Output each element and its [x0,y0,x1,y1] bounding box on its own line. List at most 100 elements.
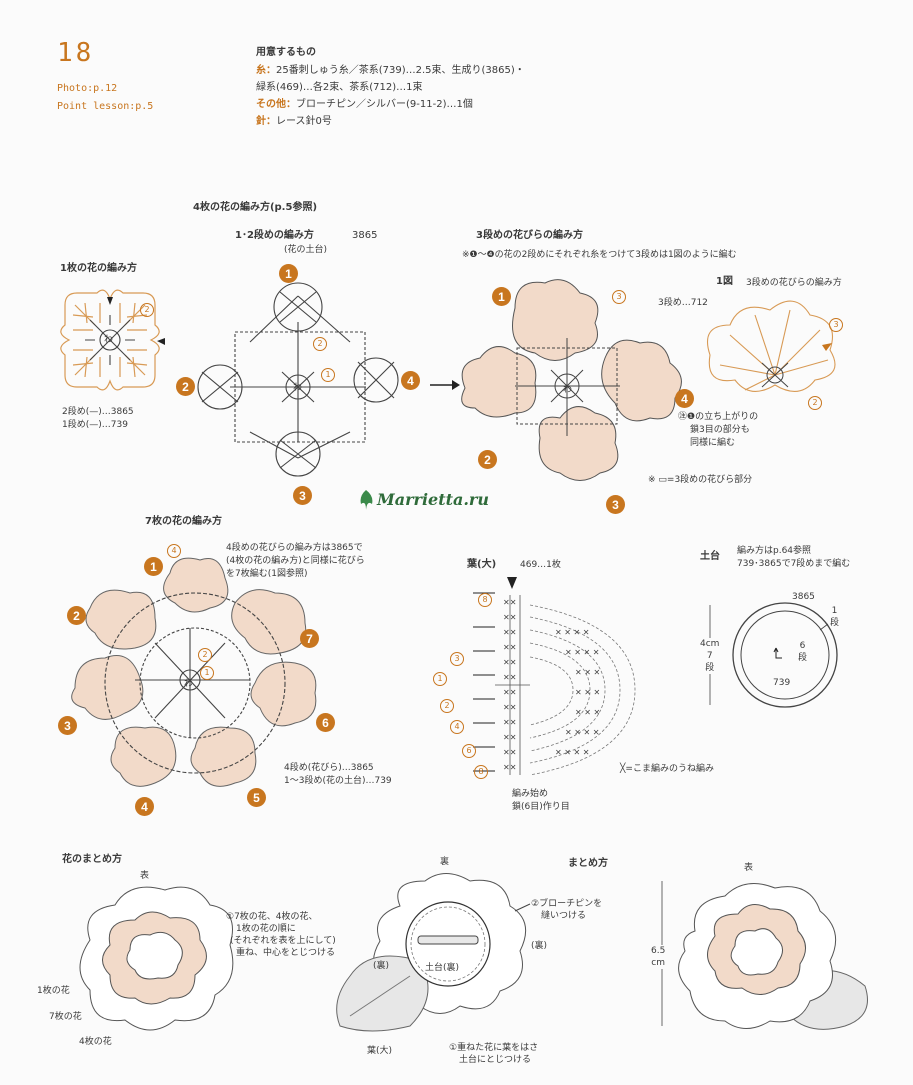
svg-text:✕✕: ✕✕ [503,688,516,697]
rows12-flower-1: 1 [279,264,298,283]
seven-flower-note: 4段めの花びらの編み方は3865で (4枚の花の編み方)と同様に花びら を7枚編… [226,543,365,579]
rows12-wa: わ [293,383,303,393]
pattern-number: 18 [57,38,95,68]
svg-text:✕ ✕ ✕ ✕: ✕ ✕ ✕ ✕ [555,628,589,637]
svg-text:✕✕: ✕✕ [503,763,516,772]
back-title: 裏 [440,857,450,867]
fig1-mark-3: 3 [829,318,843,332]
svg-text:✕✕: ✕✕ [503,703,516,712]
seven-flower-1: 1 [144,557,163,576]
row3-note: ※❶〜❹の花の2段めにそれぞれ糸をつけて3段めは1図のように編む [462,250,737,260]
rows12-ring-1: 1 [321,368,335,382]
base-color-3865: 3865 [792,592,815,602]
finish-front: 表 [744,863,754,873]
svg-text:✕ ✕ ✕: ✕ ✕ ✕ [575,688,600,697]
svg-text:✕ ✕ ✕: ✕ ✕ ✕ [575,708,600,717]
seven-flower-diagram [71,557,317,787]
seven-flower-3: 3 [58,716,77,735]
seven-flower-wa: わ [184,679,194,689]
yarn-line-1: 糸：25番刺しゅう糸／茶系(739)…2.5束、生成り(3865)・ [256,65,525,76]
leaf-diagram: ✕✕✕✕✕✕ ✕✕✕✕✕✕ ✕✕✕✕✕✕ ✕✕✕✕✕✕ ✕ ✕ ✕ ✕✕ ✕ ✕… [473,577,636,776]
assembly-title: 花のまとめ方 [62,854,122,865]
row3-title: 3段めの花びらの編み方 [476,230,583,241]
seven-flower-5: 5 [247,788,266,807]
one-flower-wa: わ [104,335,114,345]
svg-text:✕✕: ✕✕ [503,673,516,682]
seven-flower-ring-2: 2 [198,648,212,662]
svg-text:✕✕: ✕✕ [503,598,516,607]
row3-legend: ※ ▭=3段めの花びら部分 [648,475,753,485]
back-ura-left: (裏) [373,961,390,971]
next-arrow-icon [430,380,460,390]
rows12-ring-2: 2 [313,337,327,351]
yarn-line-2: 緑系(469)…各2束、茶系(712)…1束 [256,82,423,93]
rows12-flower-3: 3 [293,486,312,505]
assembly-diagram [79,886,234,1031]
row3-flower-3: 3 [606,495,625,514]
seven-flower-ring-1: 1 [200,666,214,680]
watermark: Marrietta.ru [355,486,489,512]
row3-diagram [461,279,682,481]
leaf-title: 葉(大) [467,559,497,570]
one-flower-row2: 2段め(—)…3865 [62,407,134,417]
seven-flower-6: 6 [316,713,335,732]
fig1-mark-2: 2 [808,396,822,410]
seven-flower-row4: 4段め(花びら)…3865 [284,763,374,773]
fig1-sub: 3段めの花びらの編み方 [746,278,842,288]
fig1-title: 1図 [716,276,733,287]
assembly-step1: ①7枚の花、4枚の花、 1枚の花の順に (それぞれを表を上にして) 重ね、中心を… [226,912,336,958]
finish-diagram [661,881,868,1030]
row3-mark-3: 3 [612,290,626,304]
fig1-diagram [706,300,836,392]
back-ura-right: (裏) [531,941,548,951]
rows12-color: 3865 [352,230,378,241]
svg-text:✕ ✕ ✕: ✕ ✕ ✕ [575,668,600,677]
finish-title: まとめ方 [568,858,608,869]
rows12-flower-2: 2 [176,377,195,396]
one-flower-row1: 1段め(—)…739 [62,420,128,430]
fig1-note: ㊟❶の立ち上がりの 鎖3目の部分も 同様に編む [678,412,759,448]
row3-flower-1: 1 [492,287,511,306]
seven-flower-row13: 1〜3段め(花の土台)…739 [284,776,392,786]
one-flower-title: 1枚の花の編み方 [60,263,137,274]
label-seven-flower: 7枚の花 [49,1012,82,1022]
seven-flower-2: 2 [67,606,86,625]
one-flower-row2-mark: 2 [140,303,154,317]
point-lesson-ref: Point lesson:p.5 [57,101,154,112]
base-title: 土台 [700,551,720,562]
fig1-row3: 3段め…712 [658,298,708,308]
row3-flower-4: 4 [675,389,694,408]
one-flower-diagram [60,289,165,391]
needle-line: 針：レース針0号 [256,116,332,127]
svg-text:✕ ✕ ✕ ✕: ✕ ✕ ✕ ✕ [555,748,589,757]
rows12-diagram [197,282,399,477]
four-flower-title: 4枚の花の編み方(p.5参照) [193,202,318,213]
svg-text:✕✕: ✕✕ [503,733,516,742]
leaf-yarn: 469…1枚 [520,560,561,570]
label-one-flower: 1枚の花 [37,986,70,996]
back-step1: ①重ねた花に葉をはさ 土台にとじつける [449,1043,539,1065]
svg-text:✕✕: ✕✕ [503,643,516,652]
fairy-icon [360,490,373,510]
back-pin-step: ②ブローチピンを 縫いつける [531,899,603,921]
svg-text:✕✕: ✕✕ [503,658,516,667]
svg-text:✕✕: ✕✕ [503,613,516,622]
other-line: その他：ブローチピン／シルバー(9-11-2)…1個 [256,99,473,110]
leaf-legend: ╳=こま編みのうね編み [620,764,714,774]
rows12-flower-4: 4 [401,371,420,390]
seven-flower-4: 4 [135,797,154,816]
leaf-start: 編み始め 鎖(6目)作り目 [512,789,570,812]
seven-flower-title: 7枚の花の編み方 [145,516,222,527]
back-leaf-label: 葉(大) [367,1046,393,1056]
seven-flower-7: 7 [300,629,319,648]
svg-text:✕ ✕ ✕ ✕: ✕ ✕ ✕ ✕ [565,728,599,737]
base-diagram [709,602,838,708]
base-color-739: 739 [773,678,791,688]
rows12-title: 1･2段めの編み方 [235,230,314,241]
svg-text:✕ ✕ ✕ ✕: ✕ ✕ ✕ ✕ [565,648,599,657]
photo-ref: Photo:p.12 [57,83,118,94]
